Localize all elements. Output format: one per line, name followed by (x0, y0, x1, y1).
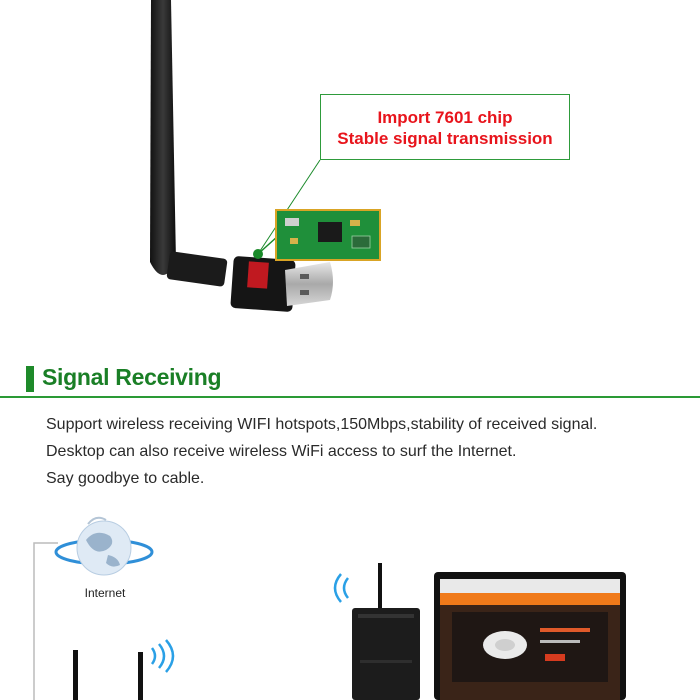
section-description: Support wireless receiving WIFI hotspots… (46, 411, 686, 492)
usb-wifi-adapter-image (150, 0, 381, 312)
description-line: Say goodbye to cable. (46, 470, 205, 487)
network-illustration (33, 516, 626, 700)
section-title: Signal Receiving (42, 364, 222, 390)
internet-label: Internet (84, 586, 126, 600)
description-line: Desktop can also receive wireless WiFi a… (46, 443, 517, 460)
globe-icon (54, 516, 154, 576)
callout-line-1: Import 7601 chip (377, 108, 513, 127)
description-line: Support wireless receiving WIFI hotspots… (46, 416, 598, 433)
wifi-signal-icon (333, 573, 350, 603)
chip-callout-box: Import 7601 chip Stable signal transmiss… (320, 94, 570, 160)
callout-line-2: Stable signal transmission (337, 129, 553, 148)
wifi-signal-icon (150, 639, 175, 673)
section-divider (0, 396, 700, 398)
section-accent-bar (26, 366, 34, 392)
